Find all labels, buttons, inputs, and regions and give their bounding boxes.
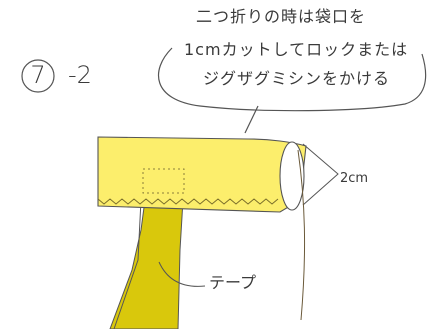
thread-line — [297, 149, 306, 321]
seam-allowance-label: 2cm — [340, 171, 369, 186]
step-number: 7 — [30, 61, 46, 89]
seam-allowance-bracket — [302, 143, 339, 206]
callout-bubble — [157, 47, 427, 112]
step-suffix: -2 — [68, 61, 92, 89]
callout-pointer — [244, 105, 259, 134]
zigzag-stitch — [97, 198, 279, 205]
callout-text-line-2: 1cmカットしてロックまたは — [184, 40, 409, 59]
fabric-body — [97, 136, 307, 213]
tape-label: テープ — [209, 273, 257, 292]
step-number-circle — [21, 59, 55, 93]
callout-text-line-3: ジグザグミシンをかける — [203, 69, 391, 88]
tape-leader-line — [158, 261, 206, 287]
bag-opening — [279, 141, 305, 211]
callout-text-line-1: 二つ折りの時は袋口を — [196, 7, 367, 26]
tape-placement-outline — [142, 168, 185, 194]
tape-edge — [113, 199, 142, 329]
